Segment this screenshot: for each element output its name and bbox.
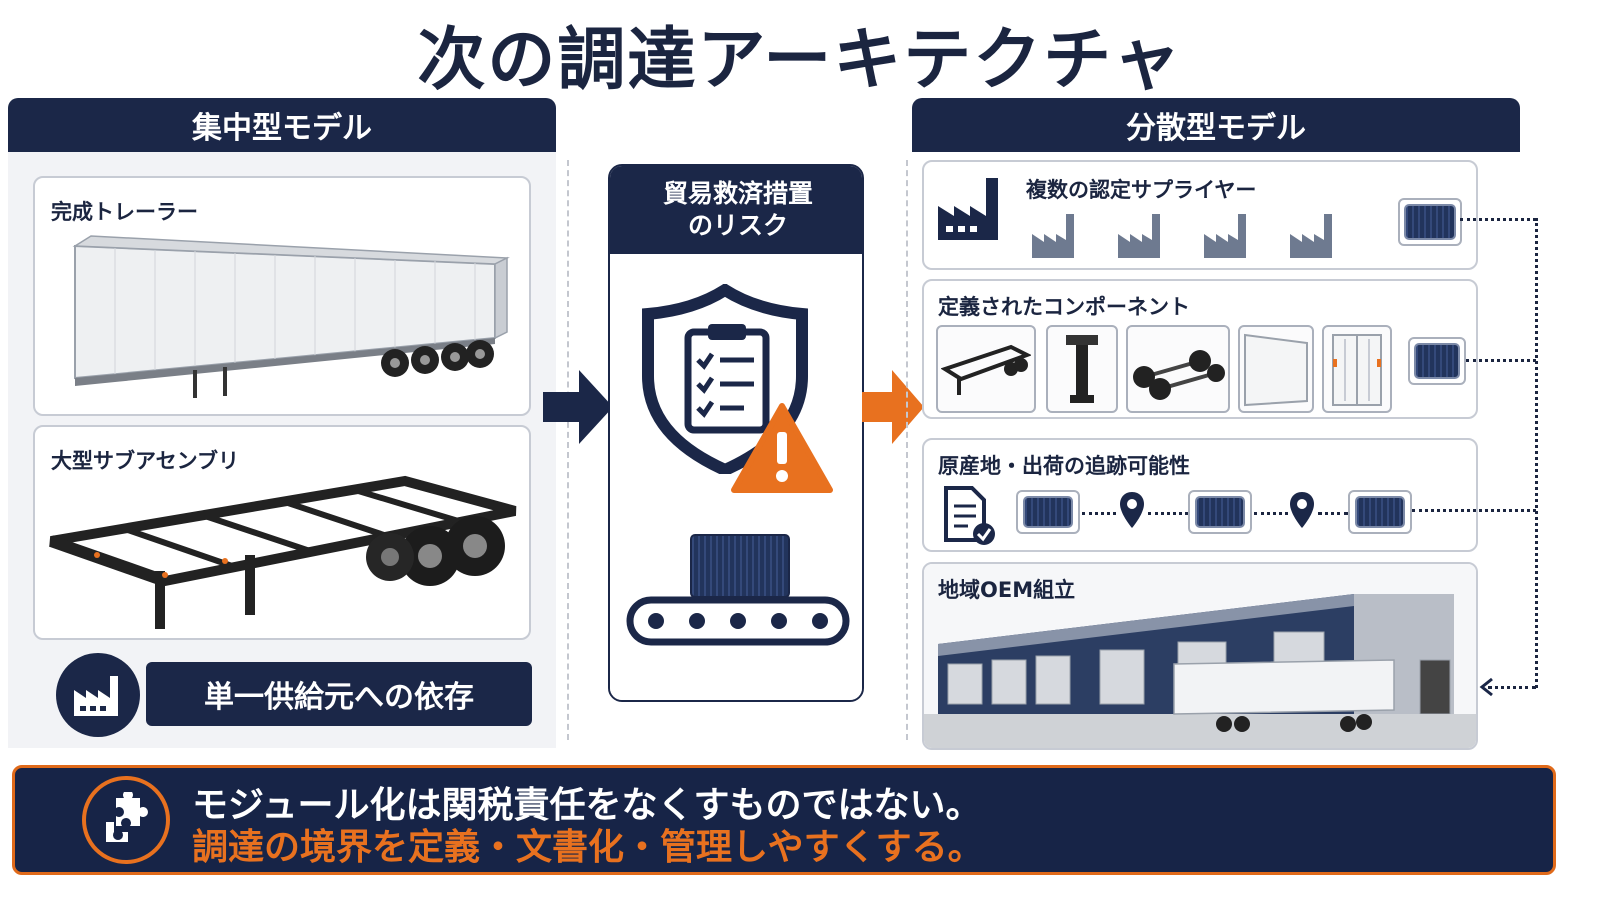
rear-doors-image: [1332, 334, 1382, 406]
footer-line1: モジュール化は関税責任をなくすものではない。: [192, 785, 982, 826]
trace-connector: [1148, 512, 1188, 515]
factory-icon: [1290, 214, 1332, 258]
shipping-container-icon: [1023, 496, 1073, 528]
subassembly-label: 大型サブアセンブリ: [51, 449, 239, 473]
shipping-container-icon: [1195, 496, 1245, 528]
conveyor-icon: [626, 596, 850, 646]
suppliers-card: 複数の認定サプライヤー: [922, 160, 1478, 270]
shipping-container-icon: [1414, 343, 1460, 379]
assembly-card: 地域OEM組立: [922, 562, 1478, 750]
puzzle-icon-circle: [82, 776, 170, 864]
puzzle-icon: [106, 792, 148, 842]
component-landing-gear: [1046, 325, 1118, 413]
trace-connector: [1318, 512, 1348, 515]
traceability-card: 原産地・出荷の追跡可能性: [922, 438, 1478, 552]
shipping-container-icon: [690, 534, 790, 598]
components-container-frame: [1408, 337, 1466, 385]
footer-bar: [12, 765, 1556, 875]
supplier-container-frame: [1398, 198, 1462, 246]
shipping-container-icon: [1355, 496, 1405, 528]
suppliers-label: 複数の認定サプライヤー: [1026, 178, 1257, 202]
factory-icon: [74, 676, 118, 716]
chassis-image: [49, 475, 517, 629]
trace-container-3-frame: [1348, 490, 1412, 534]
components-connector: [1466, 359, 1536, 362]
document-check-icon: [944, 486, 995, 545]
chassis-image: [941, 344, 1031, 395]
warning-icon: [731, 403, 833, 493]
location-pin-icon: [1120, 492, 1144, 528]
side-panel-image: [1244, 333, 1308, 407]
trace-container-1-frame: [1016, 490, 1080, 534]
landing-gear-image: [1066, 335, 1098, 403]
traceability-connector: [1412, 509, 1536, 512]
complete-trailer-card: 完成トレーラー: [33, 176, 531, 416]
component-axles: [1126, 325, 1230, 413]
traceability-label: 原産地・出荷の追跡可能性: [938, 454, 1190, 478]
navy-arrow-icon: [543, 370, 613, 444]
vertical-connector: [1535, 218, 1538, 688]
page-title: 次の調達アーキテクチャ: [417, 21, 1183, 100]
risk-card: 貿易救済措置 のリスク: [608, 164, 864, 702]
components-label: 定義されたコンポーネント: [938, 295, 1190, 319]
subassembly-card: 大型サブアセンブリ: [33, 425, 531, 640]
centralized-header: 集中型モデル: [8, 98, 556, 152]
complete-trailer-label: 完成トレーラー: [51, 200, 198, 224]
supplier-connector: [1460, 218, 1536, 221]
location-pin-icon: [1290, 492, 1314, 528]
component-panel: [1238, 325, 1314, 413]
footer-line2: 調達の境界を定義・文書化・管理しやすくする。: [192, 827, 984, 868]
factory-icon: [1118, 214, 1160, 258]
shield-clipboard-icon: [642, 284, 808, 474]
factory-icon: [938, 178, 998, 240]
trace-connector: [1082, 512, 1116, 515]
orange-arrow-icon: [862, 370, 924, 444]
factory-icon: [1204, 214, 1246, 258]
risk-header-bg: [610, 166, 862, 252]
warehouse-image: [924, 564, 1476, 748]
left-divider: [567, 160, 569, 740]
components-card: 定義されたコンポーネント: [922, 279, 1478, 419]
axles-image: [1133, 350, 1225, 400]
distributed-header: 分散型モデル: [912, 98, 1520, 152]
trailer-image: [72, 235, 510, 398]
assembly-connector: [1488, 686, 1536, 689]
right-divider: [906, 160, 908, 740]
dependency-icon-circle: [56, 653, 140, 737]
arrow-left-icon: [1479, 677, 1493, 697]
dependency-label: 単一供給元への依存: [204, 680, 474, 715]
dependency-bar: 単一供給元への依存: [146, 662, 532, 726]
component-doors: [1322, 325, 1392, 413]
risk-header: 貿易救済措置 のリスク: [662, 179, 813, 240]
trace-container-2-frame: [1188, 490, 1252, 534]
shipping-container-icon: [1404, 204, 1456, 240]
assembly-label: 地域OEM組立: [938, 578, 1076, 602]
factory-icon: [1032, 214, 1074, 258]
component-chassis: [936, 325, 1036, 413]
trace-connector: [1254, 512, 1288, 515]
